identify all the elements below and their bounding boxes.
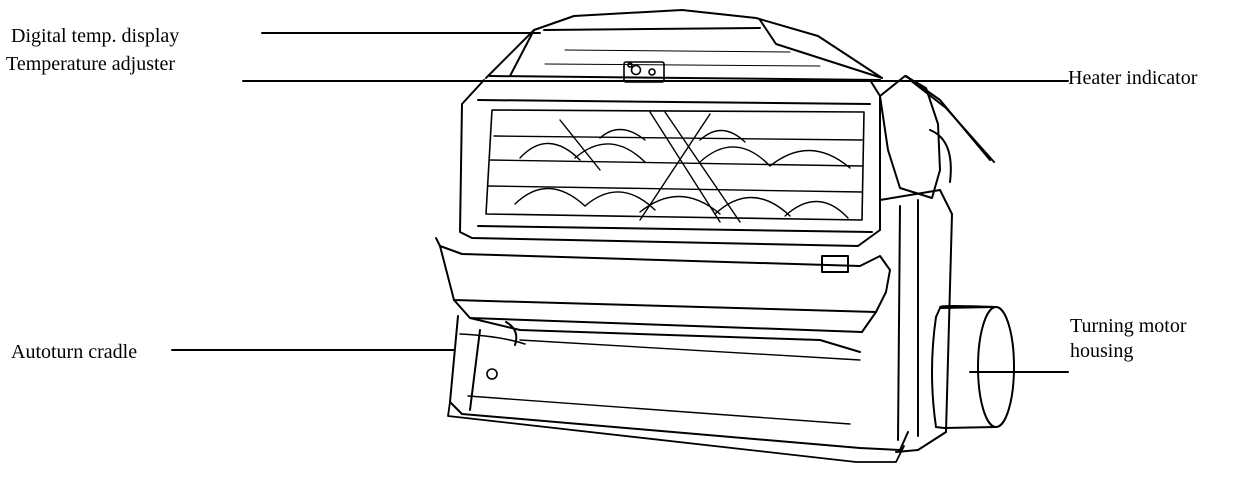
turner-bars xyxy=(559,111,741,223)
label-turning-motor-line2: housing xyxy=(1070,340,1134,362)
turning-motor-housing xyxy=(931,305,1015,429)
label-turning-motor-housing: Turning motor housing xyxy=(1070,314,1187,364)
support-stand xyxy=(879,189,953,453)
label-turning-motor-line1: Turning motor xyxy=(1070,315,1187,337)
base-tray xyxy=(435,237,891,333)
autoturn-cradle-frame xyxy=(447,315,909,463)
eggs xyxy=(514,128,851,219)
control-panel xyxy=(623,61,665,83)
label-heater-indicator: Heater indicator xyxy=(1068,67,1198,89)
leader-lines xyxy=(171,32,1069,373)
temperature-adjuster-knob xyxy=(630,64,642,76)
incubator-lid xyxy=(485,9,883,81)
label-temperature-adjuster: Temperature adjuster xyxy=(6,53,176,75)
label-autoturn-cradle: Autoturn cradle xyxy=(11,341,138,363)
incubator-body xyxy=(459,79,881,247)
side-latch xyxy=(879,75,995,199)
label-digital-temp-display: Digital temp. display xyxy=(11,25,180,47)
heater-indicator-light xyxy=(648,68,656,76)
